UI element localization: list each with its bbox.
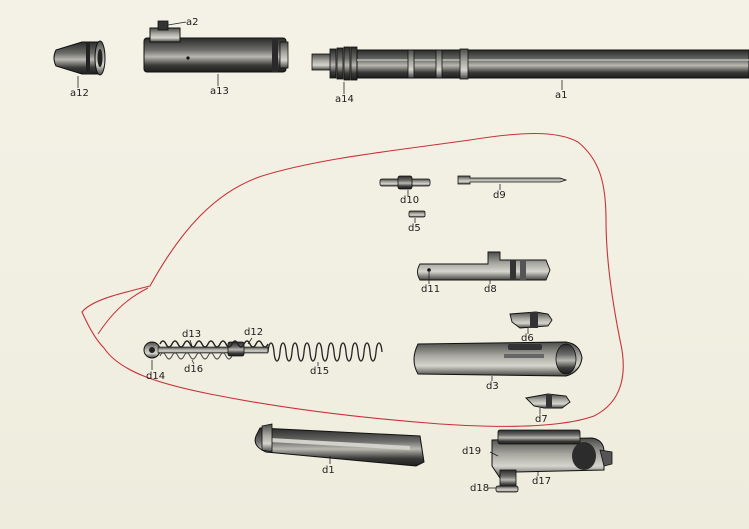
label-d11: d11	[421, 284, 441, 295]
label-d1: d1	[322, 465, 335, 476]
red-annotation-tail	[97, 287, 149, 335]
part-d1-receiver	[254, 423, 425, 467]
part-d15-recoil-spring	[267, 342, 383, 366]
label-d8: d8	[484, 284, 497, 295]
label-a14: a14	[335, 94, 354, 105]
label-d14: d14	[146, 371, 166, 382]
part-d16-guide-rod-assembly	[143, 337, 269, 370]
label-a12: a12	[70, 88, 89, 99]
label-d10: d10	[400, 195, 420, 206]
label-d9: d9	[493, 190, 506, 201]
label-a1: a1	[555, 90, 568, 101]
part-d3-bolt-body	[413, 341, 583, 381]
label-a13: a13	[210, 86, 229, 97]
label-d6: d6	[521, 333, 534, 344]
label-d17: d17	[532, 476, 552, 487]
part-d9-firing-pin	[457, 175, 568, 190]
part-d10-pin	[379, 175, 431, 196]
label-d3: d3	[486, 381, 499, 392]
label-d7: d7	[535, 414, 548, 425]
part-d17-bolt-carrier	[488, 429, 613, 493]
part-a12-flash-hider	[53, 40, 106, 88]
label-d15: d15	[310, 366, 330, 377]
part-d7	[525, 393, 571, 414]
part-a13-front-sleeve	[143, 20, 289, 86]
red-annotation-loop	[81, 133, 624, 427]
label-d16: d16	[184, 364, 204, 375]
label-d18: d18	[470, 483, 490, 494]
label-d13: d13	[182, 329, 202, 340]
label-d19: d19	[462, 446, 482, 457]
part-d6	[509, 311, 553, 334]
part-d5-small-pin	[408, 210, 426, 223]
label-d5: d5	[408, 223, 421, 234]
part-d8-extractor	[417, 251, 551, 284]
label-a2: a2	[186, 17, 199, 28]
label-d12: d12	[244, 327, 264, 338]
part-a14-a1-barrel	[311, 46, 749, 94]
